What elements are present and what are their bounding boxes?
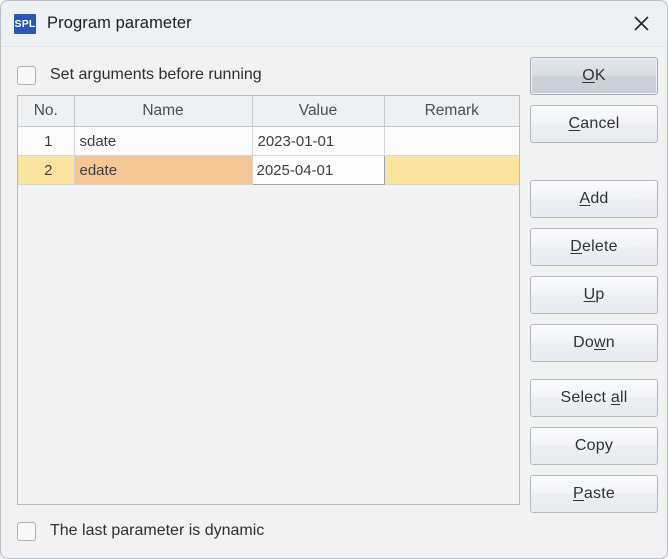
parameter-table-panel[interactable]: No. Name Value Remark 1 sdate 2023-01-01 [17, 95, 520, 505]
table-row[interactable]: 1 sdate 2023-01-01 [18, 126, 519, 156]
cancel-button[interactable]: Cancel [530, 105, 658, 143]
down-button-label: Down [573, 334, 615, 351]
left-column: Set arguments before running No. Name [17, 58, 520, 548]
down-button[interactable]: Down [530, 324, 658, 362]
ok-button-label: OK [582, 67, 606, 84]
table-row[interactable]: 2 edate 2025-04-01 [18, 155, 519, 185]
table-header-row: No. Name Value Remark [18, 96, 519, 127]
set-arguments-checkbox-row[interactable]: Set arguments before running [17, 58, 520, 92]
close-button[interactable] [615, 1, 667, 46]
copy-button[interactable]: Copy [530, 427, 658, 465]
select-all-button-label: Select all [560, 389, 628, 406]
titlebar: SPL Program parameter [1, 1, 667, 47]
dialog-body: Set arguments before running No. Name [1, 47, 667, 558]
button-column: OK Cancel Add Delete Up Down Select all … [530, 57, 658, 513]
cell-no[interactable]: 1 [18, 126, 75, 156]
add-button-label: Add [579, 190, 609, 207]
cancel-button-label: Cancel [568, 115, 620, 132]
add-button[interactable]: Add [530, 180, 658, 218]
dialog-title: Program parameter [47, 14, 192, 32]
set-arguments-label: Set arguments before running [50, 66, 262, 83]
cell-remark[interactable] [384, 126, 519, 156]
cell-value-editor[interactable]: 2025-04-01 [251, 155, 385, 185]
delete-button-label: Delete [570, 238, 618, 255]
cell-value[interactable]: 2023-01-01 [252, 126, 385, 156]
set-arguments-checkbox[interactable] [17, 65, 36, 85]
column-header-value[interactable]: Value [252, 96, 385, 127]
cell-name[interactable]: edate [74, 155, 253, 185]
column-header-name[interactable]: Name [74, 96, 253, 127]
cell-name[interactable]: sdate [74, 126, 253, 156]
spl-app-icon: SPL [14, 13, 36, 34]
ok-button[interactable]: OK [530, 57, 658, 95]
select-all-button[interactable]: Select all [530, 379, 658, 417]
cell-remark[interactable] [384, 155, 519, 185]
last-parameter-dynamic-checkbox[interactable] [17, 521, 36, 541]
up-button[interactable]: Up [530, 276, 658, 314]
column-header-no[interactable]: No. [18, 96, 75, 127]
paste-button[interactable]: Paste [530, 475, 658, 513]
close-icon [633, 15, 650, 32]
delete-button[interactable]: Delete [530, 228, 658, 266]
parameter-table: No. Name Value Remark 1 sdate 2023-01-01 [18, 96, 519, 185]
last-parameter-dynamic-label: The last parameter is dynamic [50, 522, 265, 539]
paste-button-label: Paste [573, 485, 615, 502]
up-button-label: Up [583, 286, 605, 303]
copy-button-label: Copy [574, 437, 614, 454]
last-parameter-dynamic-checkbox-row[interactable]: The last parameter is dynamic [17, 514, 520, 548]
column-header-remark[interactable]: Remark [384, 96, 519, 127]
cell-no[interactable]: 2 [18, 155, 75, 185]
